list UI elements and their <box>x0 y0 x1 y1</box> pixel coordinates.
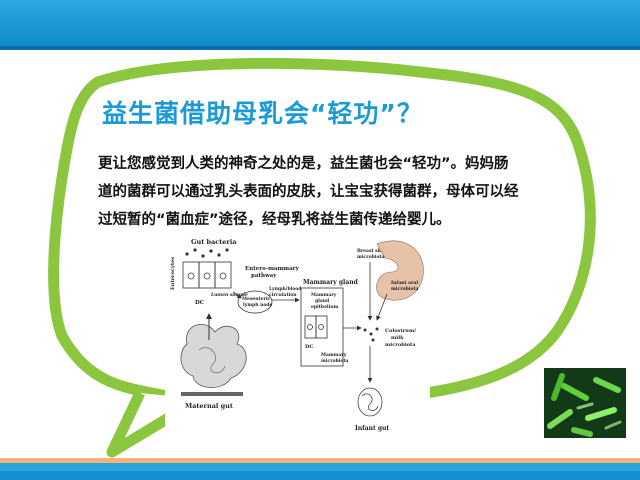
entero-mammary-diagram: Gut bacteria Enterocytes DC Lumen sample… <box>165 232 430 439</box>
mammary-microbiota-label-2: microbiota <box>321 358 349 364</box>
footer-band <box>0 458 640 480</box>
dc2-label: DC <box>305 344 313 350</box>
header-divider <box>0 46 640 50</box>
mammary-epi-label-1: Mammary <box>311 292 337 298</box>
maternal-gut-label: Maternal gut <box>185 402 233 410</box>
mammary-cells <box>304 315 328 339</box>
colostrum-label-3: microbiota <box>385 342 416 348</box>
slide-title: 益生菌借助母乳会“轻功”？ <box>102 99 423 128</box>
body-line-1: 更让您感觉到人类的神奇之处的是，益生菌也会“轻功”。妈妈肠 <box>98 156 509 172</box>
colostrum-label-1: Colostrum/ <box>385 328 416 334</box>
breast-skin-label-2: microbiota <box>357 254 385 260</box>
lumen-sample-label: Lumen sample <box>210 292 248 298</box>
entero-mammary-label-2: pathway <box>251 273 277 279</box>
dc-label: DC <box>195 300 205 306</box>
mammary-epi-label-2: gland <box>315 298 330 304</box>
mesenteric-node <box>237 290 273 314</box>
mammary-epi-label-3: epithelium <box>311 304 339 310</box>
mammary-microbiota-label-1: Mammary <box>321 352 347 358</box>
slide-body: 更让您感觉到人类的神奇之处的是，益生菌也会“轻功”。妈妈肠 道的菌群可以通过乳头… <box>98 150 568 234</box>
entero-mammary-label-1: Entero-mammary <box>245 266 300 272</box>
infant-gut-illustration <box>357 387 383 417</box>
bacteria-photo <box>544 368 626 438</box>
body-line-3: 过短暂的“菌血症”途径，经母乳将益生菌传递给婴儿。 <box>98 212 451 228</box>
body-line-2: 道的菌群可以通过乳头表面的皮肤，让宝宝获得菌群，母体可以经 <box>98 184 519 200</box>
infant-oral-label-1: Infant oral <box>391 280 418 286</box>
breastfeeding-illustration <box>376 240 424 301</box>
maternal-gut-illustration <box>180 323 247 388</box>
colostrum-label-2: milk <box>391 335 404 341</box>
lymph-blood-label-2: circulation <box>269 292 297 298</box>
mammary-gland-label: Mammary gland <box>303 279 359 286</box>
header-band <box>0 0 640 46</box>
infant-oral-label-2: microbiota <box>391 286 419 292</box>
lymph-blood-label-1: Lymph/blood <box>269 286 302 292</box>
mesenteric-label-2: lymph node <box>243 302 272 308</box>
mesenteric-label-1: Mesenteric <box>242 296 271 302</box>
enterocyte-cells <box>182 261 232 289</box>
breast-skin-label-1: Breast skin <box>357 248 386 254</box>
infant-gut-label: Infant gut <box>355 425 389 432</box>
gut-bacteria-dots <box>185 248 229 258</box>
enterocytes-label: Enterocytes <box>170 257 176 290</box>
mammary-gland-box <box>300 287 344 367</box>
gut-bacteria-label: Gut bacteria <box>191 238 237 246</box>
milk-microbes <box>363 327 379 342</box>
